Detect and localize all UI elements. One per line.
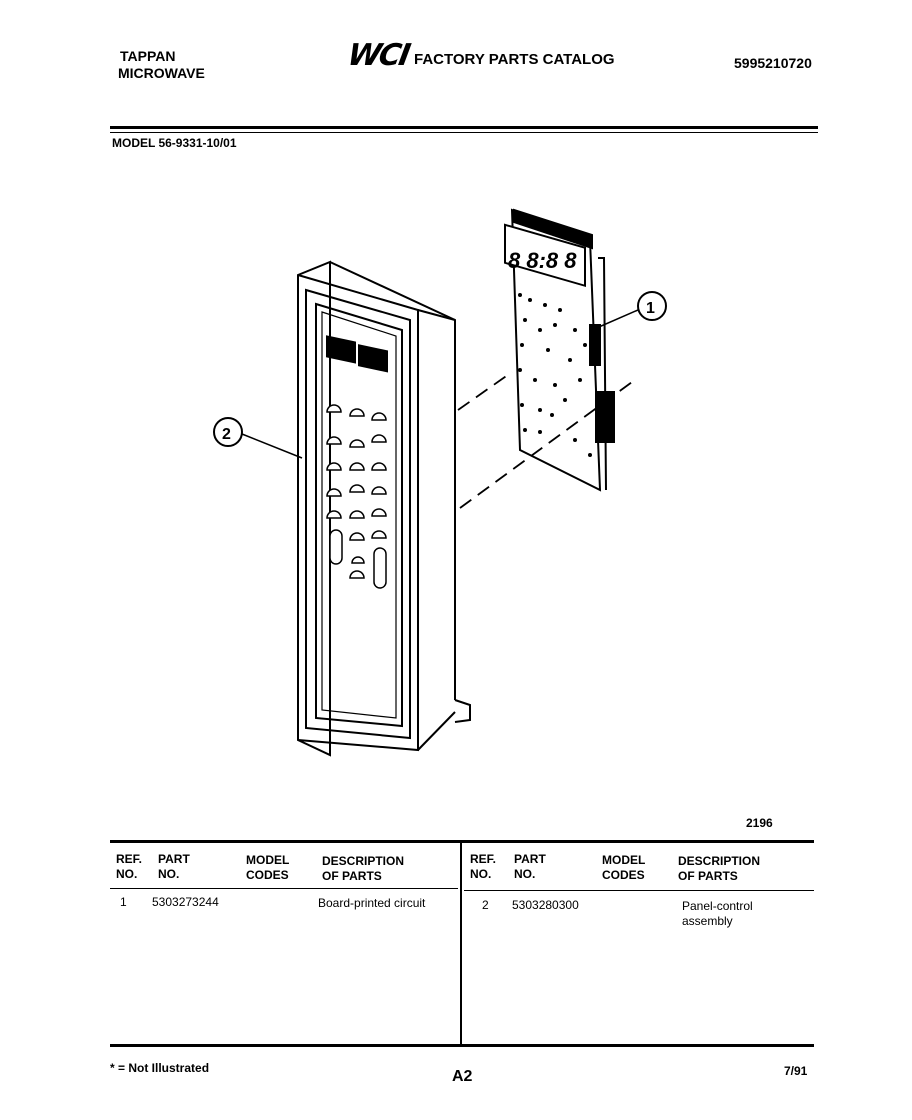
control-panel-outline bbox=[297, 260, 471, 757]
keypad-buttons bbox=[326, 404, 387, 589]
table-header-rule-right bbox=[464, 890, 814, 891]
row-1-ref: 1 bbox=[120, 895, 127, 909]
brand-line2: MICROWAVE bbox=[118, 65, 205, 81]
model-number: MODEL 56-9331-10/01 bbox=[112, 136, 237, 150]
panel-display bbox=[326, 335, 388, 373]
table-top-rule bbox=[110, 840, 814, 843]
page-number: A2 bbox=[452, 1068, 473, 1085]
header-rule-thin bbox=[110, 132, 818, 133]
table-bottom-rule bbox=[110, 1044, 814, 1047]
brand-line1: TAPPAN bbox=[120, 48, 176, 64]
row-2-part: 5303280300 bbox=[512, 898, 579, 912]
hdr-ref-right: REF.NO. bbox=[470, 852, 497, 881]
circuit-board bbox=[504, 208, 615, 492]
hdr-ref-left: REF.NO. bbox=[116, 852, 143, 881]
not-illustrated-note: * = Not Illustrated bbox=[110, 1061, 210, 1075]
table-center-divider bbox=[460, 842, 462, 1046]
figure-number: 2196 bbox=[746, 816, 773, 830]
row-2-ref: 2 bbox=[482, 898, 489, 912]
table-header-rule-left bbox=[110, 888, 458, 889]
row-1-part: 5303273244 bbox=[152, 895, 219, 909]
callout-2-label: 2 bbox=[222, 426, 231, 443]
board-components bbox=[518, 293, 592, 457]
callout-1-label: 1 bbox=[646, 300, 655, 317]
alignment-lines bbox=[457, 371, 633, 509]
header-rule-thick bbox=[110, 126, 818, 129]
revision-date: 7/91 bbox=[784, 1064, 808, 1078]
exploded-diagram: 8 8:8 8 1 2 bbox=[213, 208, 667, 757]
callouts bbox=[213, 291, 667, 459]
catalog-number: 5995210720 bbox=[734, 55, 812, 71]
board-display-digits: 8 8:8 8 bbox=[508, 248, 577, 273]
row-1-description: Board-printed circuit bbox=[318, 896, 426, 910]
callout-2-circle bbox=[213, 417, 243, 447]
catalog-title: FACTORY PARTS CATALOG bbox=[414, 51, 615, 68]
callout-1-circle bbox=[637, 291, 667, 321]
